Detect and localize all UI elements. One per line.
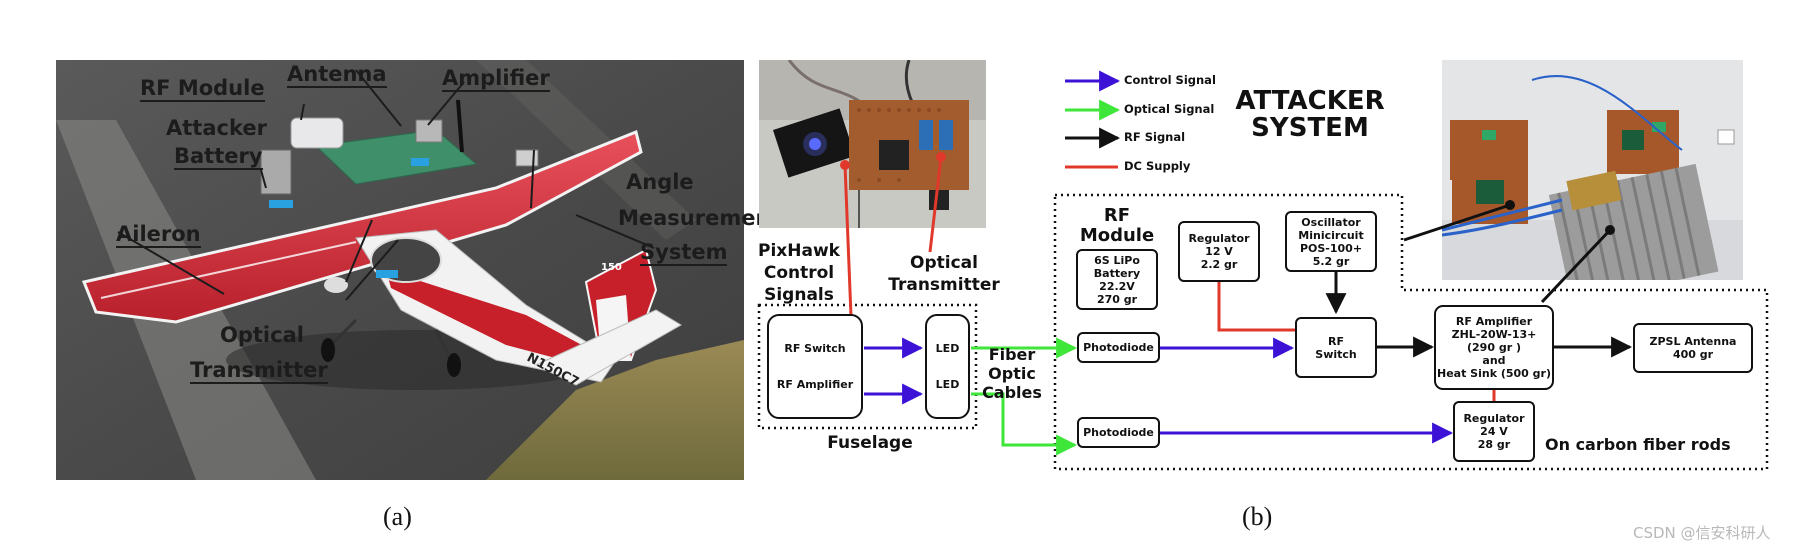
pixhawk-label-line2: Control (763, 263, 835, 283)
led-box: LED LED (925, 314, 970, 419)
battery-line2: Battery (1093, 266, 1141, 280)
photodiode-1-label: Photodiode (1083, 341, 1154, 354)
watermark: CSDN @信安科研人 (1633, 524, 1771, 542)
photodiode-2-box: Photodiode (1077, 417, 1160, 448)
regulator-24v-line1: Regulator (1463, 412, 1525, 425)
carbon-fiber-label: On carbon fiber rods (1545, 435, 1731, 454)
label-amplifier: Amplifier (442, 66, 550, 92)
label-optical-line2: Transmitter (190, 358, 328, 384)
legend-label-dc: DC Supply (1124, 159, 1191, 173)
attacker-system-title-line1: ATTACKER (1235, 86, 1385, 116)
legend-label-control: Control Signal (1124, 73, 1216, 87)
pixhawk-board-photo (759, 60, 986, 228)
regulator-24v-line2: 24 V (1480, 425, 1508, 438)
label-rf-module: RF Module (140, 76, 265, 102)
oscillator-box: Oscillator Minicircuit POS-100+ 5.2 gr (1285, 211, 1377, 272)
antenna-line1: ZPSL Antenna (1649, 335, 1737, 348)
photodiode-2-label: Photodiode (1083, 426, 1154, 439)
attacker-enclosure (1053, 193, 1769, 471)
oscillator-line4: 5.2 gr (1312, 254, 1350, 268)
regulator-12v-line1: Regulator (1188, 232, 1250, 245)
oscillator-line1: Oscillator (1301, 215, 1361, 229)
rf-module-label-line1: RF (1103, 205, 1131, 226)
fiber-label-line1: Fiber (988, 345, 1036, 364)
caption-a: (a) (383, 502, 412, 531)
aircraft-photo: N150C7 150 (56, 60, 744, 480)
rf-amp-line3: (290 gr ) (1467, 341, 1521, 354)
battery-line3: 22.2V (1099, 279, 1135, 293)
photodiode-1-box: Photodiode (1077, 332, 1160, 363)
oscillator-line2: Minicircuit (1298, 228, 1364, 242)
label-attacker-battery-line1: Attacker (166, 116, 267, 140)
antenna-line2: 400 gr (1672, 348, 1714, 361)
optical-transmitter-label-line2: Transmitter (888, 275, 1000, 295)
oscillator-line3: POS-100+ (1299, 241, 1363, 255)
regulator-24v-line3: 28 gr (1477, 438, 1511, 451)
label-angle-line3: System (640, 240, 728, 266)
label-attacker-battery-line2: Battery (174, 144, 263, 170)
antenna-box: ZPSL Antenna 400 gr (1633, 323, 1753, 373)
aircraft-illustration: N150C7 150 (56, 60, 744, 480)
legend-label-optical: Optical Signal (1124, 102, 1215, 116)
rf-amp-line2: ZHL-20W-13+ (1451, 328, 1537, 341)
regulator-12v-line3: 2.2 gr (1200, 258, 1238, 271)
legend-label-rf: RF Signal (1124, 130, 1186, 144)
label-angle-line2: Measurement (618, 206, 781, 230)
regulator-12v-box: Regulator 12 V 2.2 gr (1178, 221, 1260, 282)
fiber-label-line2: Optic (988, 364, 1036, 383)
rf-switch-line2: Switch (1315, 347, 1357, 361)
rf-module-label-line2: Module (1079, 225, 1155, 246)
label-optical-line1: Optical (220, 323, 304, 347)
fuselage-enclosure (757, 303, 978, 430)
battery-line4: 270 gr (1096, 292, 1138, 306)
pixhawk-label-line3: Signals (764, 285, 834, 305)
regulator-12v-line2: 12 V (1205, 245, 1233, 258)
battery-line1: 6S LiPo (1094, 253, 1140, 267)
attacker-system-title-line2: SYSTEM (1251, 113, 1369, 143)
rf-amp-line4: and (1482, 354, 1506, 367)
optical-transmitter-label-line1: Optical (910, 253, 978, 273)
fuselage-rf-amplifier-label: RF Amplifier (776, 378, 854, 392)
caption-b: (b) (1242, 502, 1273, 531)
label-antenna: Antenna (287, 62, 387, 88)
rf-amp-line5: Heat Sink (500 gr) (1437, 367, 1551, 380)
rf-amplifier-box: RF Amplifier ZHL-20W-13+ (290 gr ) and H… (1434, 305, 1554, 390)
fiber-label-line3: Cables (982, 383, 1042, 402)
fuselage-rf-box: RF Switch RF Amplifier (767, 314, 863, 419)
fuselage-rf-switch-label: RF Switch (784, 341, 846, 355)
rf-switch-box: RF Switch (1295, 317, 1377, 378)
tail-fin-number: 150 (601, 262, 622, 273)
label-aileron: Aileron (116, 222, 201, 248)
fuselage-label: Fuselage (827, 433, 913, 453)
led-2-label: LED (935, 378, 960, 392)
rf-switch-line1: RF (1328, 334, 1344, 348)
attacker-system-photo (1442, 60, 1743, 280)
pixhawk-label-line1: PixHawk (758, 241, 840, 261)
rf-amp-line1: RF Amplifier (1455, 315, 1533, 328)
battery-box: 6S LiPo Battery 22.2V 270 gr (1076, 249, 1158, 310)
label-angle-line1: Angle (626, 170, 694, 194)
regulator-24v-box: Regulator 24 V 28 gr (1453, 401, 1535, 462)
led-1-label: LED (935, 341, 960, 355)
